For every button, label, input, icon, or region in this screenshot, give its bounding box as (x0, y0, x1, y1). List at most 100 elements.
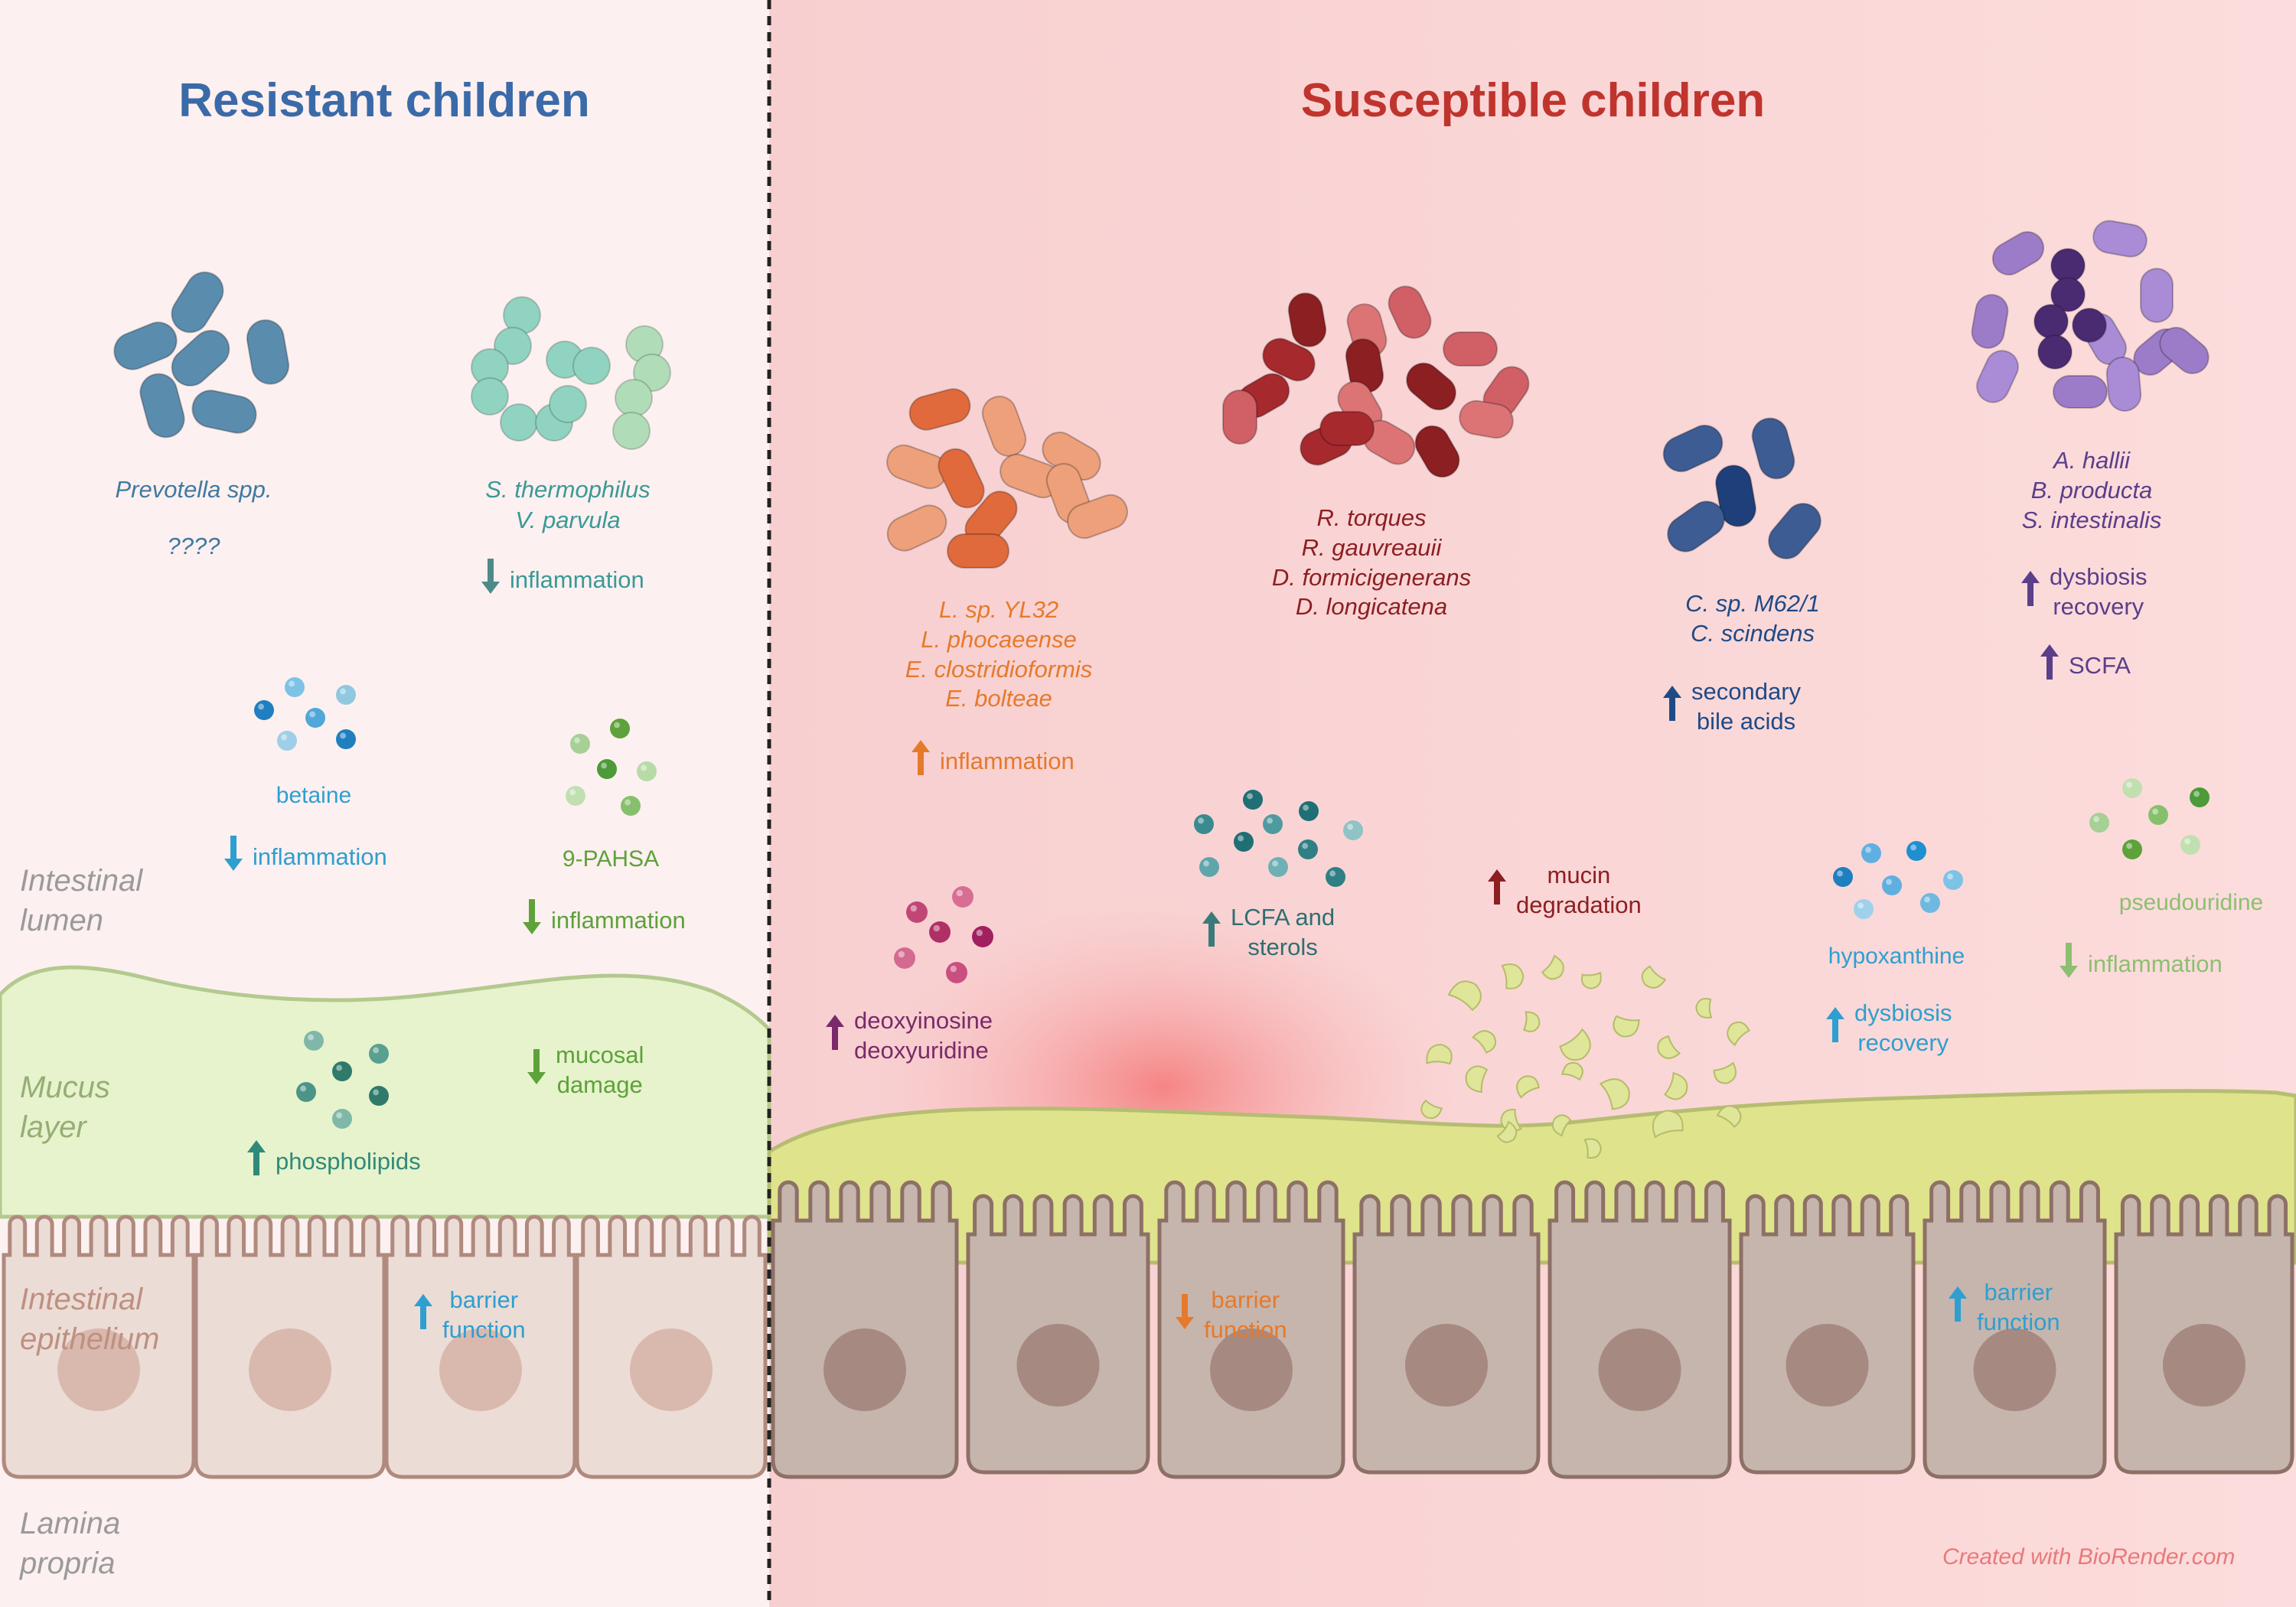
metabolite-dot (566, 786, 585, 806)
prevotella-label: Prevotella spp. (115, 476, 272, 503)
hallii-coccus (2050, 277, 2086, 312)
mucin-fragment (1472, 1030, 1496, 1054)
up-arrow-icon (2040, 643, 2069, 689)
prevotella-rod (191, 390, 257, 434)
mucin-fragment (1727, 1021, 1750, 1047)
up-arrow-icon (2020, 569, 2050, 615)
down-arrow-icon (481, 557, 510, 603)
up-arrow-icon (246, 1139, 276, 1185)
susceptible-title: Susceptible children (1300, 74, 1766, 127)
hallii-rod (2092, 220, 2148, 258)
metabolite-dot (1194, 814, 1214, 834)
mucin-fragment (1599, 1078, 1630, 1110)
metabolite-dot (2122, 839, 2142, 859)
metabolite-dot (1861, 843, 1881, 863)
cell-nucleus (823, 1328, 906, 1411)
metabolite-dot (929, 921, 951, 943)
metabolite-dot (1234, 832, 1254, 852)
mucin-fragment (1559, 1028, 1591, 1061)
metabolite-dot (906, 901, 928, 923)
hallii-rod (2053, 375, 2108, 409)
metabolite-dot (1299, 801, 1319, 821)
metabolite-dot (2190, 787, 2210, 807)
resistant-title: Resistant children (178, 74, 590, 127)
cell-nucleus (249, 1328, 331, 1411)
metabolite-dot (610, 719, 630, 738)
hypoxanthine-label: hypoxanthine (1828, 944, 1965, 969)
metabolite-dot (597, 759, 617, 779)
up-arrow-icon (1662, 684, 1691, 730)
metabolite-dot (285, 677, 305, 697)
cell-nucleus (1973, 1328, 2056, 1411)
metabolite-dot (952, 886, 974, 908)
metabolite-dot (2148, 805, 2168, 825)
mucin-fragment (1465, 1065, 1489, 1094)
metabolite-dot (637, 761, 657, 781)
metabolite-dot (1882, 875, 1902, 895)
metabolite-dot (621, 796, 641, 816)
prevotella-rod (171, 271, 224, 334)
metabolite-dot (336, 729, 356, 749)
mucin-fragment (1551, 1114, 1572, 1137)
strep-inflammation-effect: inflammation (481, 557, 644, 603)
mucin-fragment (1426, 1044, 1453, 1065)
hallii-coccus (2037, 334, 2073, 370)
strep-coccus (633, 354, 671, 392)
metabolite-dot (296, 1082, 316, 1102)
metabolite-dot (570, 734, 590, 754)
metabolite-dot (1243, 790, 1263, 810)
up-arrow-icon (1948, 1285, 1977, 1331)
cell-nucleus (439, 1328, 522, 1411)
metabolite-dot (332, 1061, 352, 1081)
hallii-coccus (2072, 308, 2107, 343)
torques-rod (1262, 337, 1316, 382)
metabolite-dot (1199, 857, 1219, 877)
prevotella-rod (246, 319, 290, 385)
lachno-rod (1067, 494, 1128, 539)
up-arrow-icon (825, 1013, 854, 1059)
strep-coccus (500, 403, 538, 442)
clostridium-rod (1751, 417, 1795, 480)
hallii-rod (1976, 350, 2019, 403)
up-arrow-icon (1487, 868, 1516, 914)
cell-nucleus (630, 1328, 713, 1411)
metabolite-dot (305, 708, 325, 728)
metabolite-icons (254, 677, 2210, 1129)
hallii-coccus (2033, 304, 2069, 339)
pseudouridine-inflammation-effect: inflammation (2059, 941, 2223, 987)
lachno-rod (886, 504, 947, 552)
down-arrow-icon (1175, 1292, 1204, 1338)
strep-coccus (612, 412, 651, 450)
mucin-fragment (1641, 965, 1667, 989)
cell-nucleus (1598, 1328, 1681, 1411)
prevotella-rod (139, 373, 185, 438)
metabolite-dot (1920, 893, 1940, 913)
cell-nucleus (1210, 1328, 1293, 1411)
mucin-fragment (1583, 1138, 1602, 1159)
mucin-fragment (1523, 1011, 1541, 1032)
mucin-fragment (1541, 954, 1564, 980)
prevotella-rod (171, 329, 230, 387)
cell-nucleus (2163, 1324, 2245, 1407)
scfa-effect: SCFA (2040, 643, 2131, 689)
metabolite-dot (946, 962, 967, 983)
mucin-fragment (1652, 1110, 1684, 1139)
torques-rod (1414, 425, 1460, 478)
metabolite-dot (332, 1109, 352, 1129)
metabolite-dot (972, 926, 993, 947)
clostridium-rod (1715, 464, 1756, 527)
torques-rod (1319, 411, 1375, 446)
cell-nucleus (57, 1328, 140, 1411)
metabolite-dot (254, 700, 274, 720)
